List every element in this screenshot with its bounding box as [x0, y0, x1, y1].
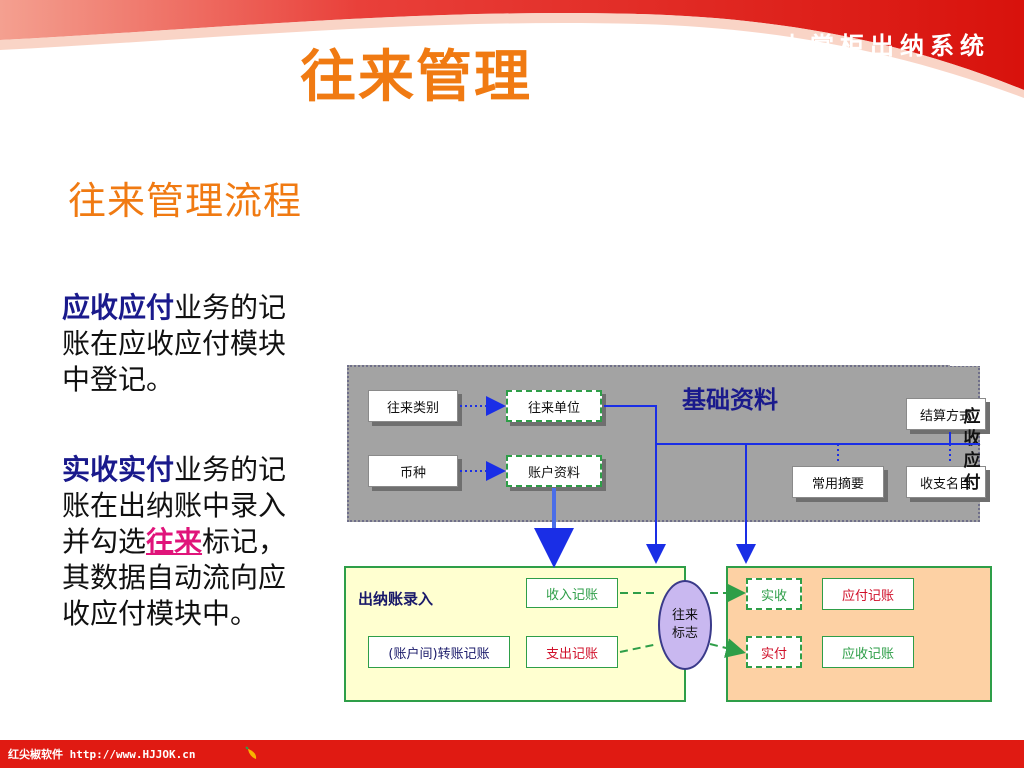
- box-summary: 常用摘要: [792, 466, 884, 498]
- para1-lead: 应收应付: [62, 291, 175, 324]
- para2-mid: 业务的记账在出纳账中录入并勾选: [62, 453, 287, 558]
- line-unit-right: [604, 405, 980, 445]
- arrow-tag-pay: [709, 638, 746, 658]
- flow-diagram: 基础资料 往来类别 往来单位 币种 账户资料 结算方式 常用摘要 收支名目 出纳…: [340, 360, 1000, 710]
- chili-icon: [245, 746, 257, 759]
- box-category: 往来类别: [368, 390, 458, 422]
- para2-highlight: 往来: [146, 525, 203, 558]
- box-receivable: 应收记账: [822, 636, 914, 668]
- cashier-entry-label: 出纳账录入: [358, 590, 434, 608]
- header-swoosh: [0, 0, 1024, 98]
- box-account: 账户资料: [506, 455, 602, 487]
- box-transfer-entry: (账户间)转账记账: [368, 636, 510, 668]
- page-title: 往来管理: [300, 44, 532, 110]
- para2-lead: 实收实付: [62, 453, 175, 486]
- box-income-entry: 收入记账: [526, 578, 618, 608]
- box-unit: 往来单位: [506, 390, 602, 422]
- diagram-connectors: [460, 396, 980, 658]
- para1-rest: 业务的记账在应收应付模块中登记。: [62, 291, 287, 396]
- box-currency: 币种: [368, 455, 458, 487]
- box-actual-receive: 实收: [746, 578, 802, 610]
- footer-text: 红尖椒软件 http://www.HJJOK.cn: [8, 748, 196, 761]
- page-subtitle: 往来管理流程: [68, 179, 303, 223]
- arrow-expense-tag: [619, 643, 659, 653]
- cashier-entry-area: [344, 566, 686, 702]
- box-income-expense: 收支名目: [906, 466, 986, 498]
- base-area-cut: [950, 360, 1000, 366]
- box-settle: 结算方式: [906, 398, 986, 430]
- tag-ellipse: 往来标志: [658, 580, 712, 670]
- base-data-title: 基础资料: [682, 385, 778, 414]
- footer-bar: 红尖椒软件 http://www.HJJOK.cn: [0, 740, 1024, 768]
- brand-name: 小掌柜出纳系统: [780, 31, 990, 60]
- description-paragraph-2: 实收实付业务的记账在出纳账中录入并勾选往来标记，其数据自动流向应收应付模块中。: [62, 452, 312, 632]
- box-actual-pay: 实付: [746, 636, 802, 668]
- box-expense-entry: 支出记账: [526, 636, 618, 668]
- description-paragraph-1: 应收应付业务的记账在应收应付模块中登记。: [62, 290, 312, 398]
- para2-rest: 标记，其数据自动流向应收应付模块中。: [62, 525, 287, 630]
- box-payable: 应付记账: [822, 578, 914, 610]
